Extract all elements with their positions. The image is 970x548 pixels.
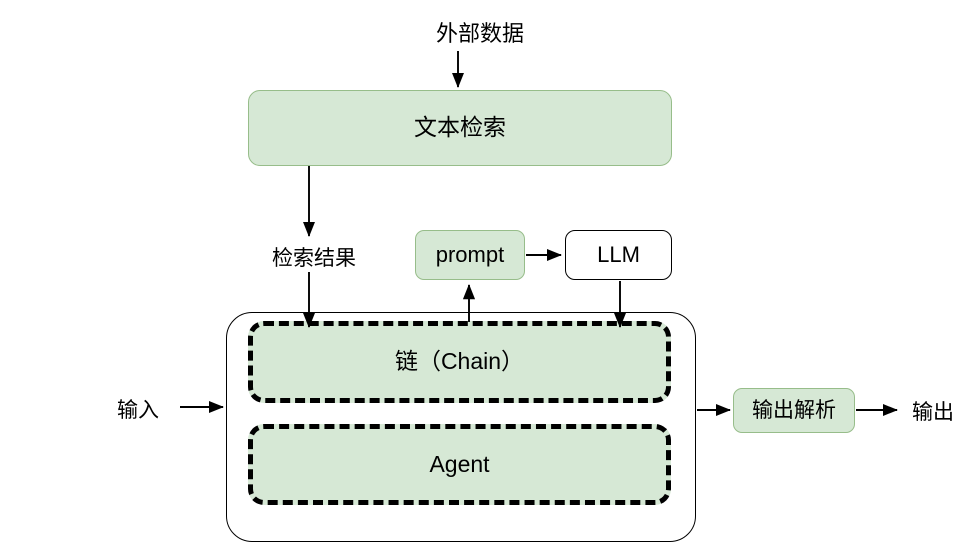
chain-label: 链（Chain） [394, 348, 525, 375]
agent-label: Agent [429, 450, 490, 477]
prompt-node[interactable]: prompt [415, 230, 525, 280]
llm-label: LLM [597, 241, 640, 267]
runtime-container [226, 312, 696, 542]
text-retrieval-label: 文本检索 [414, 114, 506, 141]
input-label: 输入 [117, 399, 159, 422]
llm-node[interactable]: LLM [565, 230, 672, 280]
output-label: 输出 [912, 401, 954, 424]
chain-node[interactable]: 链（Chain） [248, 321, 671, 403]
prompt-label: prompt [435, 241, 505, 267]
retrieval-result-label: 检索结果 [255, 240, 373, 274]
output-parser-node[interactable]: 输出解析 [733, 388, 855, 433]
text-retrieval-node[interactable]: 文本检索 [248, 90, 672, 166]
output-parser-label: 输出解析 [752, 398, 836, 422]
external-data-label: 外部数据 [435, 21, 524, 46]
agent-node[interactable]: Agent [248, 424, 671, 505]
